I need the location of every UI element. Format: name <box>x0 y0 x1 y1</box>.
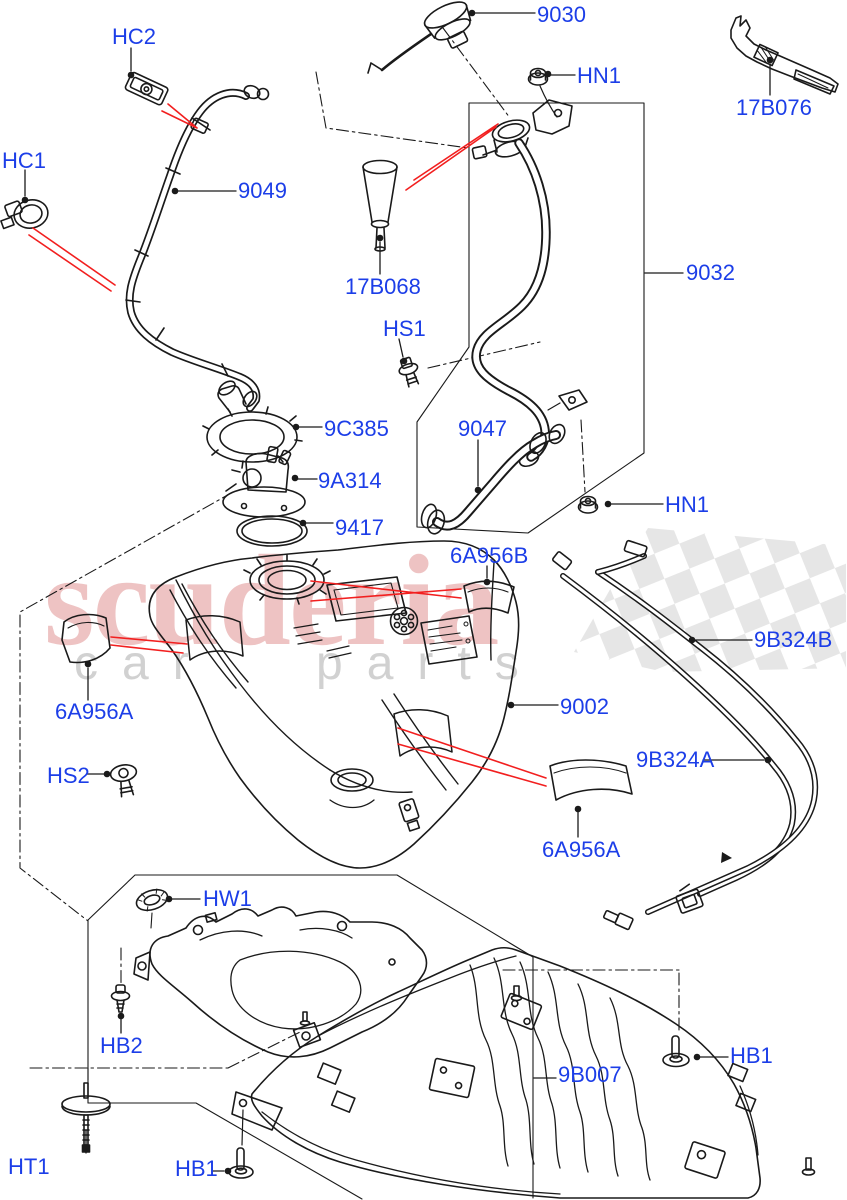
part-9002-fuel-tank <box>148 540 520 869</box>
part-9049-hose <box>125 84 270 412</box>
part-9047-hose <box>420 423 566 535</box>
part-6a956b-pad <box>463 580 515 614</box>
part-9a314-fuel-pump <box>222 445 306 518</box>
part-label-17b068: 17B068 <box>345 274 421 299</box>
part-hn1-nut-right <box>577 495 599 514</box>
part-17b068-funnel <box>362 159 398 252</box>
part-hs2-screw <box>109 764 138 798</box>
part-label-hb2: HB2 <box>100 1033 143 1058</box>
part-hc2-clamp <box>124 71 169 106</box>
part-label-hs2: HS2 <box>47 763 90 788</box>
part-6a956a-pad-bottom <box>549 759 633 801</box>
part-hb1-bolt-bottom <box>228 1147 254 1179</box>
part-label-ht1: HT1 <box>8 1154 50 1179</box>
part-label-9030: 9030 <box>537 2 586 27</box>
part-label-6a956a-left: 6A956A <box>55 699 134 724</box>
part-9b007-skid-plate <box>231 946 816 1199</box>
part-label-9049: 9049 <box>238 178 287 203</box>
part-label-hn1-right: HN1 <box>665 492 710 517</box>
part-label-6a956b: 6A956B <box>450 543 529 568</box>
part-label-9b324b: 9B324B <box>754 627 833 652</box>
part-9417-seal-ring <box>236 515 308 547</box>
part-label-9a314: 9A314 <box>318 468 382 493</box>
part-6a956a-pad-left <box>61 613 111 664</box>
part-label-9b324a: 9B324A <box>636 747 715 772</box>
part-label-hc2: HC2 <box>112 24 157 49</box>
part-heat-shield <box>133 906 428 1058</box>
part-label-9002: 9002 <box>560 694 609 719</box>
part-label-hc1: HC1 <box>2 148 47 173</box>
part-label-17b076: 17B076 <box>736 95 812 120</box>
construction-lines <box>19 27 680 1083</box>
part-9030-fuel-cap <box>367 1 472 74</box>
part-label-9047: 9047 <box>458 416 507 441</box>
part-label-9b007: 9B007 <box>558 1062 622 1087</box>
part-label-hs1: HS1 <box>383 316 426 341</box>
pointer-lines <box>28 103 547 787</box>
callout-leader-lines <box>24 12 771 1172</box>
part-hs1-screw <box>398 356 420 388</box>
part-hb1-bolt-right <box>662 1035 690 1068</box>
part-label-9c385: 9C385 <box>324 416 389 441</box>
part-label-hb1-bottom: HB1 <box>175 1156 218 1181</box>
part-17b076-bracket <box>730 15 839 95</box>
part-hn1-nut-top <box>527 67 558 118</box>
part-label-9032: 9032 <box>686 260 735 285</box>
part-label-6a956a-bottom: 6A956A <box>542 837 621 862</box>
part-9b324-fuel-lines <box>552 539 819 931</box>
part-label-9417: 9417 <box>335 515 384 540</box>
part-label-hn1-top: HN1 <box>577 63 622 88</box>
part-hb2-bolt <box>110 984 131 1013</box>
part-label-hw1: HW1 <box>203 886 252 911</box>
part-label-hb1-right: HB1 <box>730 1043 773 1068</box>
callout-leader-dots <box>21 9 774 1175</box>
part-hw1-washer <box>135 888 169 929</box>
part-9032-filler-pipe <box>471 99 588 468</box>
